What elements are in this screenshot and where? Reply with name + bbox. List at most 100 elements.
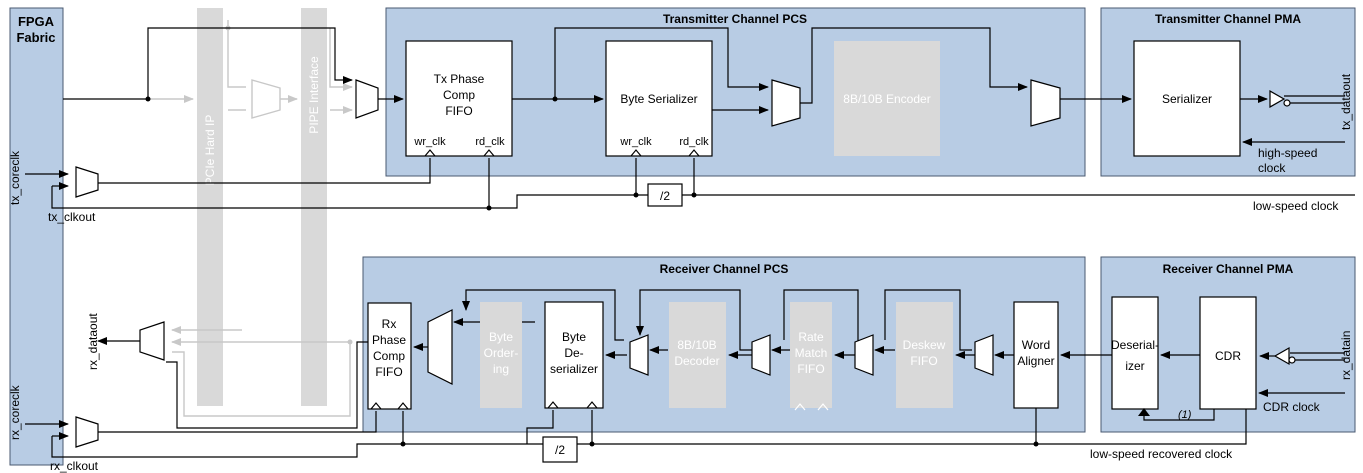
tx-phase-comp-fifo bbox=[405, 40, 513, 157]
rx-fifo-label-4: FIFO bbox=[375, 365, 402, 379]
serializer-wrclk-dot bbox=[633, 192, 639, 198]
rx-deskew-mux bbox=[854, 334, 874, 376]
tx-divider-label: /2 bbox=[660, 189, 670, 203]
tx-serializer-bypass-wire bbox=[554, 27, 769, 99]
rx-rate-match-mux bbox=[751, 334, 771, 376]
tx-pcs-title: Transmitter Channel PCS bbox=[663, 12, 807, 26]
rate-match-fifo-block bbox=[790, 302, 832, 408]
rx-fifo-rdclk-wire bbox=[98, 411, 377, 433]
tx-gray-mux bbox=[251, 79, 281, 119]
rx-fifo-rd-clk-marker bbox=[370, 402, 382, 410]
rx-pma-title: Receiver Channel PMA bbox=[1163, 262, 1294, 276]
tx-wrclk-wire bbox=[98, 158, 431, 184]
aligner-clk-dot bbox=[1033, 441, 1039, 447]
hs-clock-label-2: clock bbox=[1258, 161, 1286, 175]
byte-deser-label-2: De- bbox=[564, 346, 583, 360]
rx-decoder-bypass-wire bbox=[636, 289, 755, 351]
rx-datain-label: rx_datain bbox=[1339, 331, 1353, 380]
decoder-label-1: 8B/10B bbox=[677, 338, 716, 352]
fabric-title-line1: FPGA bbox=[18, 14, 55, 29]
serializer-rd-clk-marker bbox=[688, 149, 700, 157]
fpga-fabric-panel bbox=[9, 7, 64, 466]
tx-coreclk-label: tx_coreclk bbox=[8, 150, 22, 205]
deserializer-label-2: izer bbox=[1125, 359, 1144, 373]
low-speed-clock-label: low-speed clock bbox=[1253, 199, 1339, 213]
word-aligner-block bbox=[1013, 301, 1059, 409]
tx-pma-title: Transmitter Channel PMA bbox=[1155, 12, 1301, 26]
serializer-wr-clk-marker bbox=[630, 149, 642, 157]
deser-wrclk-wire bbox=[526, 410, 554, 444]
tx-driver-inverter-dot bbox=[1283, 99, 1291, 107]
rx-fifo-label-2: Phase bbox=[372, 333, 406, 347]
hs-clock-label-1: high-speed bbox=[1258, 146, 1317, 160]
tx-output-driver bbox=[1269, 89, 1286, 109]
cdr-block bbox=[1199, 296, 1257, 410]
deskew-label-1: Deskew bbox=[903, 338, 946, 352]
rx-gray-wire-2 bbox=[172, 342, 351, 417]
cdr-label: CDR bbox=[1215, 349, 1241, 363]
note-1-label: (1) bbox=[1178, 409, 1192, 421]
8b10b-encoder-block bbox=[834, 41, 940, 156]
byte-deser-wr-clk-marker bbox=[547, 401, 559, 409]
rx-fifo-wrclk-dot bbox=[400, 441, 406, 447]
rx-lowspeed-clock-wire bbox=[51, 409, 1247, 458]
rx-ordering-mux bbox=[427, 309, 453, 385]
rx-decoder-mux bbox=[629, 334, 649, 376]
tx-fifo-wr-clk-marker bbox=[424, 149, 436, 157]
byte-ordering-label-2: Order- bbox=[484, 346, 519, 360]
rx-input-buffer bbox=[1273, 346, 1290, 366]
tx-encoder-mux bbox=[1030, 79, 1061, 127]
tx-input-mux bbox=[355, 79, 379, 119]
cdr-clock-label: CDR clock bbox=[1263, 400, 1321, 414]
byte-ordering-block bbox=[480, 302, 522, 408]
rx-pcs-title: Receiver Channel PCS bbox=[660, 262, 789, 276]
rx-buffer-inverter-dot bbox=[1288, 356, 1296, 364]
encoder-label: 8B/10B Encoder bbox=[843, 92, 930, 106]
tx-fifo-rd-clk-marker bbox=[483, 149, 495, 157]
tx-divider-block bbox=[647, 183, 683, 207]
tx-serializer-mux bbox=[771, 79, 801, 127]
rate-match-clk-markers bbox=[794, 403, 829, 411]
tx-rdclk-dot bbox=[486, 205, 492, 211]
rx-divider-label: /2 bbox=[555, 443, 565, 457]
8b10b-decoder-block bbox=[669, 302, 726, 408]
tx-fifo-label-2: Comp bbox=[443, 88, 475, 102]
byte-deser-rd-clk-marker bbox=[586, 401, 598, 409]
byte-ordering-label-3: ing bbox=[493, 362, 509, 376]
tx-clkout-label: tx_clkout bbox=[48, 210, 96, 224]
tx-fifo-rd-clk: rd_clk bbox=[475, 136, 505, 148]
rx-fifo-label-3: Comp bbox=[373, 349, 405, 363]
byte-serializer-block bbox=[605, 40, 713, 157]
byte-deserializer-block bbox=[544, 301, 604, 409]
rx-fifo-wr-clk-marker bbox=[397, 402, 409, 410]
rx-divider-block bbox=[542, 436, 578, 463]
low-speed-recovered-clock-label: low-speed recovered clock bbox=[1090, 447, 1233, 461]
serializer-rdclk-dot bbox=[691, 192, 697, 198]
serializer-wr-clk: wr_clk bbox=[619, 136, 652, 148]
tx-dataout-label: tx_dataout bbox=[1339, 73, 1353, 130]
tx-fifo-label-1: Tx Phase bbox=[434, 72, 485, 86]
rx-fifo-label-1: Rx bbox=[382, 317, 397, 331]
deser-rdclk-dot bbox=[589, 441, 595, 447]
rate-match-label-3: FIFO bbox=[797, 362, 824, 376]
tx-bypass-wire bbox=[147, 27, 353, 99]
deserializer-label-1: Deserial- bbox=[1111, 338, 1159, 352]
deskew-label-2: FIFO bbox=[910, 354, 937, 368]
tx-gray-wire-6 bbox=[329, 28, 353, 91]
rx-phase-comp-fifo bbox=[367, 302, 412, 410]
pcie-hard-ip-bar bbox=[197, 8, 223, 406]
rx-output-mux bbox=[139, 321, 165, 361]
byte-deser-label-3: serializer bbox=[550, 362, 598, 376]
cdr-clock-feedback-arrow bbox=[1138, 408, 1150, 416]
rate-match-label-2: Match bbox=[795, 346, 828, 360]
tx-encoder-bypass-wire bbox=[800, 27, 1028, 104]
tx-gray-wire-2 bbox=[227, 28, 246, 88]
rx-clkout-label: rx_clkout bbox=[50, 459, 99, 473]
rx-aligner-mux bbox=[974, 334, 994, 376]
rx-fifo-to-mux-wire bbox=[166, 341, 368, 429]
deserializer-block bbox=[1111, 296, 1159, 410]
fabric-title-line2: Fabric bbox=[16, 30, 55, 45]
serializer-block bbox=[1133, 40, 1241, 157]
rx-clock-mux bbox=[75, 416, 99, 448]
